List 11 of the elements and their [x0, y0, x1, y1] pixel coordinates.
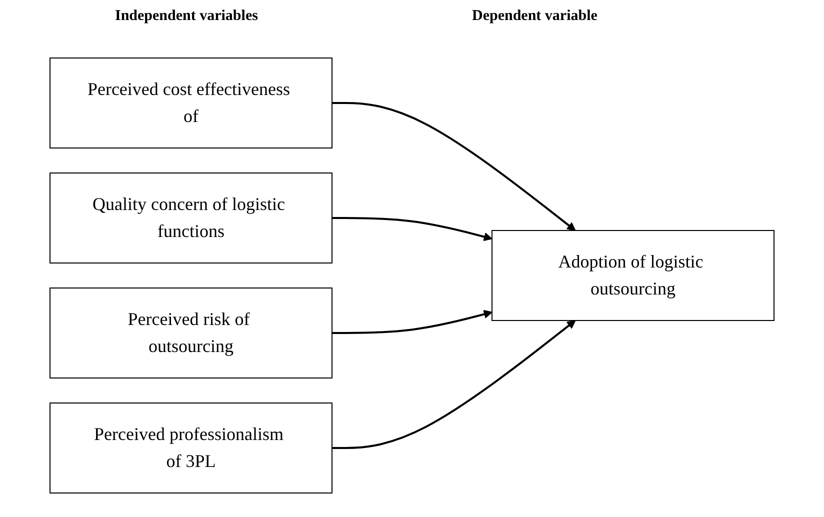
arrow — [332, 216, 492, 241]
node-box: Quality concern of logistic functions — [50, 172, 332, 263]
column-heading: Dependent variable — [472, 8, 598, 25]
node-box: Adoption of logistic outsourcing — [492, 230, 774, 320]
node-box: Perceived risk of outsourcing — [50, 287, 332, 378]
node-box: Perceived cost effectiveness of — [50, 57, 332, 148]
arrow — [332, 102, 576, 230]
arrow — [332, 320, 576, 448]
node-box: Perceived professionalism of 3PL — [50, 402, 332, 493]
arrow — [332, 309, 492, 334]
column-heading: Independent variables — [115, 8, 258, 25]
